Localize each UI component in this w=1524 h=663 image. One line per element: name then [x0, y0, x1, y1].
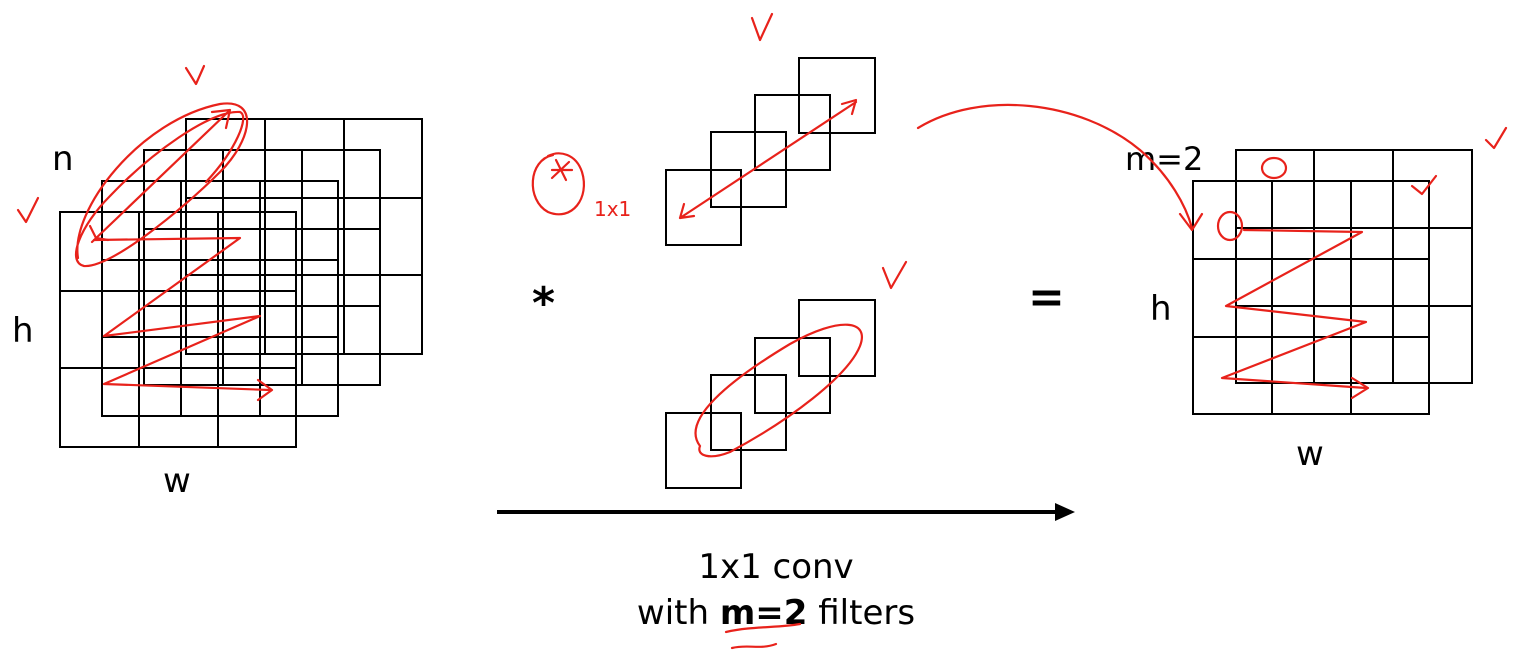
input-depth-arrow — [90, 108, 232, 244]
check-mark-output — [1410, 174, 1438, 196]
label-w-left: w — [163, 461, 191, 501]
label-h-left: h — [12, 311, 34, 351]
label-h-right: h — [1150, 289, 1172, 329]
input-layer-3 — [143, 149, 381, 386]
output-circle-front — [1216, 210, 1244, 242]
asterisk-strokes — [550, 158, 574, 182]
filter-2-ellipse — [694, 323, 863, 458]
circled-asterisk — [531, 152, 585, 216]
caption-line-2: with m=2 filters — [637, 593, 915, 633]
input-volume: n h w — [12, 118, 423, 501]
input-layer-1 — [59, 211, 297, 448]
filter-to-output-curve — [916, 103, 1204, 232]
check-mark-filter-1 — [750, 12, 774, 42]
caption-suffix: filters — [807, 593, 915, 633]
input-scan-zigzag — [92, 236, 274, 402]
check-mark-left — [16, 196, 40, 224]
output-volume: m=2 h w — [1125, 140, 1473, 474]
filter-1 — [665, 57, 876, 246]
label-m: m=2 — [1125, 140, 1203, 178]
m2-underline — [724, 622, 802, 650]
output-circle-back — [1260, 156, 1288, 180]
caption-line-1: 1x1 conv — [698, 547, 853, 587]
caption-prefix: with — [637, 593, 720, 633]
check-mark-left-top — [184, 64, 206, 86]
process-arrow — [497, 503, 1075, 521]
check-mark-right — [1484, 126, 1508, 150]
input-layer-4 — [185, 118, 423, 355]
output-scan-zigzag — [1220, 228, 1370, 400]
input-layer-2 — [101, 180, 339, 417]
label-w-right: w — [1296, 434, 1324, 474]
filter-1-arrow — [678, 98, 858, 220]
convolution-star: * — [532, 278, 555, 329]
output-layer-back — [1235, 149, 1473, 384]
handwritten-annotations: 1x1 — [16, 12, 1508, 650]
equals-sign: = — [1028, 272, 1065, 323]
filter-2 — [665, 299, 876, 489]
label-n: n — [52, 139, 74, 179]
annotation-1x1: 1x1 — [594, 197, 631, 221]
output-layer-front — [1192, 180, 1430, 415]
check-mark-filter-2 — [881, 260, 908, 290]
